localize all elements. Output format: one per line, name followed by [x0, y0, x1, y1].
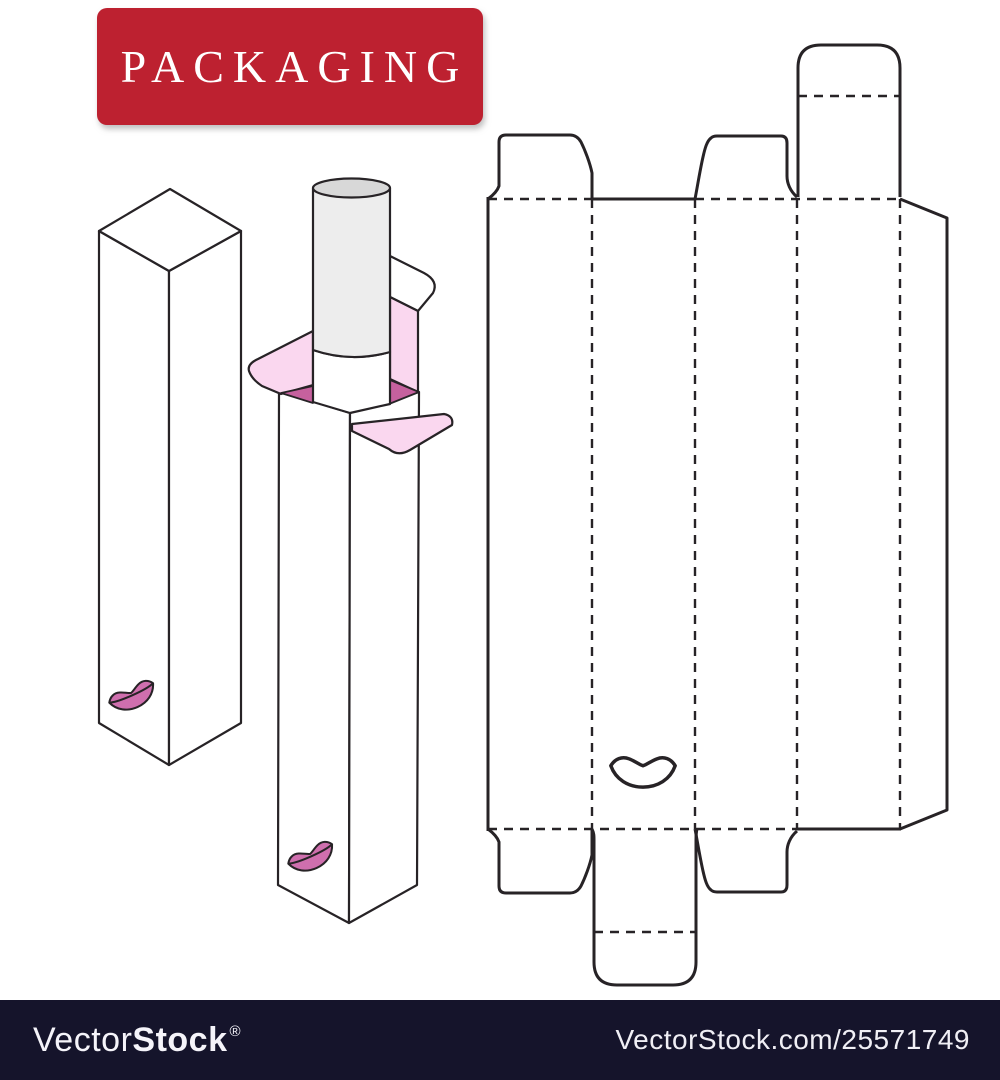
open-box-lips-logo [287, 840, 334, 872]
open-box-back-right-flap-inner [388, 295, 420, 394]
template-lips-logo [609, 756, 677, 789]
closed-box-top-face [97, 187, 243, 273]
open-box-mockup [247, 177, 454, 925]
closed-box-right-face [167, 229, 243, 767]
open-box-back-left-flap [247, 329, 315, 396]
lipstick-tube-base [311, 348, 392, 415]
template-cut-lines [486, 43, 949, 987]
packaging-banner: PACKAGING [97, 8, 483, 125]
logo-text-bold: Stock [132, 1020, 228, 1059]
closed-box-left-face [97, 229, 171, 767]
die-cut-template [486, 43, 949, 987]
open-box-right-face [347, 390, 421, 925]
lipstick-tube-body [311, 186, 392, 359]
open-box-left-face [276, 389, 352, 925]
lipstick-tube-cap-top [311, 177, 392, 199]
closed-box-mockup [97, 187, 243, 767]
lipstick-tube [311, 177, 392, 415]
template-fold-lines [488, 94, 902, 934]
open-box-back-right-flap-top [388, 254, 436, 313]
closed-box-lips-logo [108, 679, 155, 711]
registered-mark: ® [229, 1022, 242, 1040]
vectorstock-url: VectorStock.com/25571749 [615, 1024, 970, 1055]
banner-title: PACKAGING [120, 41, 469, 92]
open-box-front-right-flap [350, 412, 454, 455]
logo-text-light: Vector [33, 1020, 133, 1059]
